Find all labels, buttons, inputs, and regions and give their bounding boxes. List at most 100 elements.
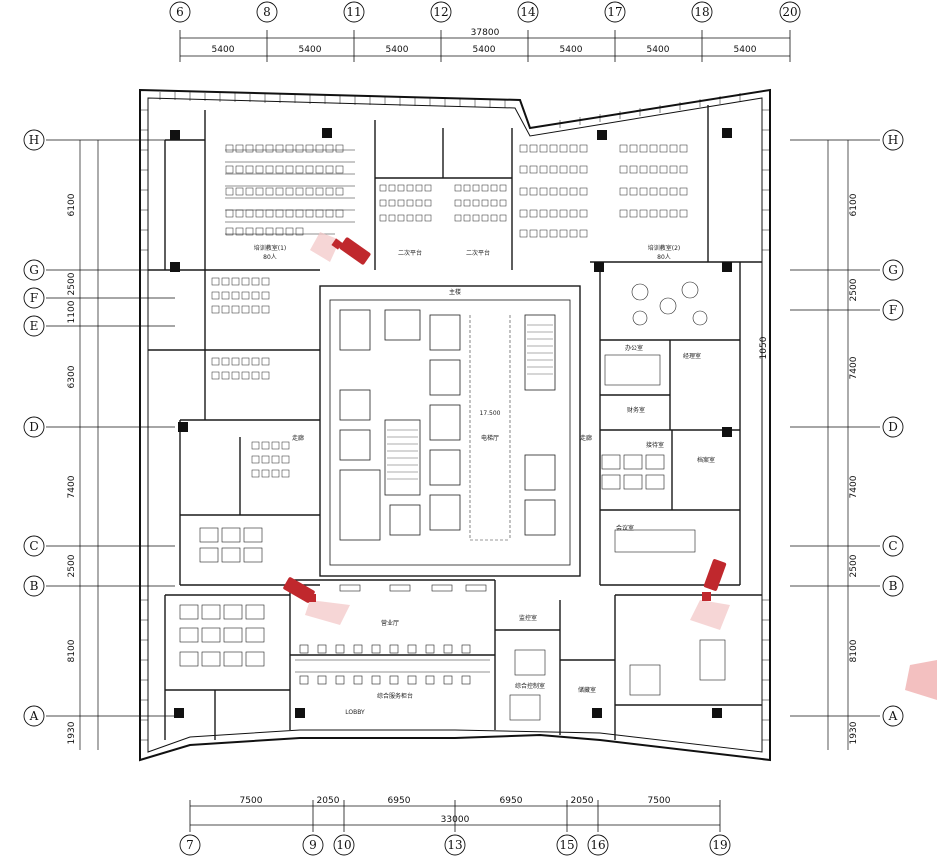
training-room-right-seats	[519, 144, 688, 238]
top-dimensions	[179, 30, 791, 62]
top-axis-labels: 6 8 11 12 14 17 18 20	[176, 5, 797, 19]
row-dim: 1100	[67, 300, 77, 323]
middle-meeting-seats	[379, 184, 507, 222]
top-bay-dims: 5400 5400 5400 5400 5400 5400 5400	[212, 45, 757, 55]
top-axis-bubbles	[169, 1, 801, 23]
row-dim: 2500	[67, 554, 77, 577]
bottom-axis-labels: 7 9 10 13 15 16 19	[186, 838, 727, 852]
bottom-bay-dim: 7500	[240, 796, 263, 806]
bottom-bay-dim: 6950	[500, 796, 523, 806]
top-bay-dim: 5400	[212, 45, 235, 55]
room-label: 储藏室	[578, 686, 596, 694]
bottom-axis-bubbles	[179, 834, 731, 856]
axis-label: 15	[559, 838, 574, 852]
room-label: 电梯厅	[481, 434, 499, 442]
side-window-ticks	[140, 109, 770, 741]
axis-label: B	[889, 579, 898, 593]
axis-label: H	[888, 133, 898, 147]
row-dim: 8100	[67, 639, 77, 662]
axis-label: A	[29, 709, 39, 723]
axis-label: C	[888, 539, 897, 553]
bottom-bay-dim: 7500	[648, 796, 671, 806]
elevator-hall-dashed	[469, 315, 511, 541]
row-dim: 6100	[67, 193, 77, 216]
row-dim: 2500	[67, 272, 77, 295]
left-axis-labels: H G F E D C B A	[29, 133, 40, 723]
axis-label: 14	[520, 5, 536, 19]
row-dim: 1930	[67, 721, 77, 744]
row-dim: 7400	[849, 475, 859, 498]
row-dim: 8100	[849, 639, 859, 662]
left-row-dims: 6100 2500 1100 6300 7400 2500 8100 1930	[67, 193, 77, 744]
top-bay-dim: 5400	[734, 45, 757, 55]
row-dim: 2500	[849, 278, 859, 301]
bottom-dimensions	[189, 800, 721, 832]
top-bay-dim: 5400	[560, 45, 583, 55]
top-bay-dim: 5400	[299, 45, 322, 55]
bottom-bay-dim: 2050	[317, 796, 340, 806]
axis-label: D	[888, 420, 898, 434]
room-label: 经理室	[683, 352, 701, 360]
room-label: 二次平台	[466, 249, 490, 257]
room-label: 培训教室(1)	[254, 244, 287, 252]
window-ticks	[159, 92, 741, 128]
axis-label: 11	[346, 5, 361, 19]
axis-label: D	[29, 420, 39, 434]
axis-label: F	[30, 291, 38, 305]
core-elements	[339, 309, 556, 541]
axis-label: E	[30, 319, 39, 333]
axis-label: 7	[186, 838, 194, 852]
stair-hatching	[387, 324, 553, 480]
room-label: 监控室	[519, 614, 537, 622]
camera-icon	[310, 232, 371, 265]
axis-label: G	[29, 263, 39, 277]
row-dim: 7400	[67, 475, 77, 498]
row-dim: 1930	[849, 721, 859, 744]
row-dim: 6100	[849, 193, 859, 216]
right-row-dims: 6100 2500 7400 7400 2500 8100 1930 1050	[759, 193, 859, 744]
room-label: 二次平台	[398, 249, 422, 257]
axis-label: 6	[176, 5, 184, 19]
right-axis-labels: H G F D C B A	[888, 133, 899, 723]
room-label: 营业厅	[381, 619, 399, 627]
row-axis-lines	[46, 139, 880, 750]
axis-label: C	[29, 539, 38, 553]
axis-label: 20	[782, 5, 797, 19]
round-tables	[631, 281, 708, 326]
training-room-left-seats	[225, 144, 355, 236]
axis-label: 12	[433, 5, 448, 19]
room-label: 培训教室(2)	[648, 244, 681, 252]
axis-label: B	[30, 579, 39, 593]
room-label: 接待室	[646, 441, 664, 449]
axis-label: 18	[694, 5, 709, 19]
bottom-bay-dims: 7500 2050 6950 6950 2050 7500	[240, 796, 671, 806]
top-bay-dim: 5400	[386, 45, 409, 55]
row-dim: 2500	[849, 554, 859, 577]
axis-label: 17	[607, 5, 622, 19]
axis-label: 16	[590, 838, 605, 852]
axis-label: 13	[447, 838, 462, 852]
room-label: 财务室	[627, 406, 645, 414]
axis-label: 10	[336, 838, 351, 852]
columns	[170, 128, 732, 718]
row-dim: 7400	[849, 356, 859, 379]
room-label: 档案室	[697, 456, 715, 464]
workstations	[179, 354, 696, 667]
row-dim: 1050	[759, 336, 769, 359]
axis-label: A	[888, 709, 898, 723]
axis-label: 9	[309, 838, 317, 852]
building-outline	[139, 88, 771, 762]
room-label: 综合服务柜台	[377, 692, 413, 700]
room-label: 走廊	[292, 434, 304, 442]
room-label: 走廊	[580, 434, 592, 442]
camera-icon	[905, 660, 937, 700]
room-label: 综合控制室	[515, 682, 545, 690]
camera-icon	[690, 559, 730, 630]
axis-label: 19	[712, 838, 727, 852]
room-label: 办公室	[625, 344, 643, 352]
bottom-bay-dim: 2050	[571, 796, 594, 806]
lobby-sign: LOBBY	[345, 709, 365, 716]
bottom-total-dim: 33000	[441, 815, 470, 825]
row-dim: 6300	[67, 365, 77, 388]
